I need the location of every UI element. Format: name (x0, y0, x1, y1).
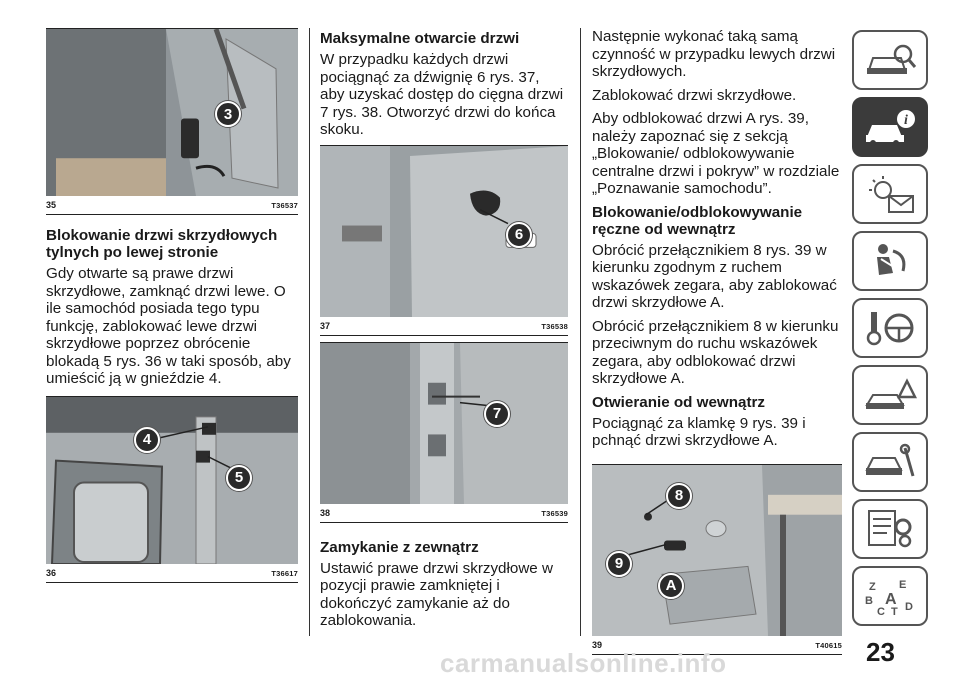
tab-maintenance[interactable] (852, 432, 928, 492)
index-letter: C (877, 606, 885, 616)
figure-38-caption: 38 T36539 (320, 508, 568, 523)
body-text: Pociągnąć za klamkę 9 rys. 39 i pchnąć d… (592, 414, 806, 450)
tab-car-info[interactable]: i (852, 97, 928, 157)
watermark: carmanualsonline.info (440, 648, 727, 678)
callout-3: 3 (215, 101, 241, 127)
spec-list-gear-icon (868, 510, 912, 548)
index-letter: T (891, 606, 898, 616)
figure-37-photo: 6 (320, 144, 568, 317)
figure-number: 36 (46, 567, 57, 578)
index-letter: D (905, 601, 913, 613)
figure-35: 3 35 T36537 (46, 28, 298, 215)
body-text: Zablokować drzwi skrzydłowe. (592, 86, 797, 104)
callout-8: 8 (666, 482, 692, 509)
tab-safety[interactable] (852, 231, 928, 291)
figure-38-photo: 7 (320, 341, 568, 504)
tab-technical-data[interactable] (852, 499, 928, 559)
figure-35-photo: 3 (46, 28, 298, 196)
section-heading: Blokowanie drzwi skrzydłowych tylnych po… (46, 227, 278, 261)
figure-code: T36617 (271, 568, 298, 578)
tab-starting-driving[interactable] (852, 298, 928, 358)
body-text: Obrócić przełącznikiem 8 w kierunku prze… (592, 317, 839, 388)
body-text: Gdy otwarte są prawe drzwi skrzydłowe, z… (46, 265, 291, 387)
callout-7: 7 (484, 400, 510, 427)
car-info-icon: i (866, 110, 915, 146)
body-text: Ustawić prawe drzwi skrzydłowe w pozycji… (320, 559, 553, 630)
tab-car-search[interactable] (852, 30, 928, 90)
figure-number: 35 (46, 200, 57, 210)
column-divider (580, 28, 581, 636)
figure-number: 38 (320, 507, 331, 518)
column-3: Następnie wykonać taką samą czynność w p… (592, 28, 842, 655)
figure-35-caption: 35 T36537 (46, 200, 298, 215)
figure-39-caption: 39 T40615 (592, 640, 842, 655)
figure-36: 4 5 36 T36617 (46, 395, 298, 583)
column-2: Maksymalne otwarcie drzwi W przypadku ka… (320, 28, 568, 636)
callout-6: 6 (506, 221, 532, 248)
tab-warning-lights[interactable] (852, 164, 928, 224)
index-letter: Z (869, 581, 876, 593)
section-heading: Blokowanie/odblokowywanie ręczne od wewn… (592, 203, 803, 238)
page-number: 23 (866, 637, 895, 667)
warning-light-message-icon (869, 176, 914, 213)
callout-9: 9 (606, 550, 632, 577)
figure-code: T36539 (541, 508, 568, 518)
column-divider (309, 28, 310, 636)
key-steering-wheel-icon (866, 312, 914, 346)
figure-37: 6 37 T36538 (320, 144, 568, 336)
body-text: Następnie wykonać taką samą czynność w p… (592, 28, 836, 80)
figure-number: 39 (592, 639, 603, 650)
callout-4: 4 (134, 426, 160, 453)
car-wrench-icon (865, 443, 915, 477)
figure-36-photo: 4 5 (46, 395, 298, 564)
column-1: 3 35 T36537 Blokowanie drzwi skrzydłowyc… (46, 28, 298, 583)
figure-code: T36537 (271, 201, 298, 210)
airbag-seat-icon (877, 244, 906, 275)
tab-index[interactable]: Z E B A C T D (852, 566, 928, 626)
figure-38: 7 38 T36539 (320, 341, 568, 523)
callout-a: A (658, 572, 684, 599)
figure-39: 8 9 A 39 T40615 (592, 463, 842, 655)
figure-number: 37 (320, 320, 331, 331)
figure-code: T36538 (541, 321, 568, 331)
section-heading: Zamykanie z zewnątrz (320, 538, 479, 556)
figure-37-caption: 37 T36538 (320, 321, 568, 336)
body-text: Obrócić przełącznikiem 8 rys. 39 w kieru… (592, 241, 837, 312)
figure-36-caption: 36 T36617 (46, 568, 298, 583)
index-letter: A (885, 591, 897, 608)
section-heading: Maksymalne otwarcie drzwi (320, 30, 520, 47)
callout-5: 5 (226, 464, 252, 491)
warning-triangle-car-icon (865, 378, 917, 409)
index-letter: B (865, 595, 873, 607)
figure-code: T40615 (815, 640, 842, 650)
chapter-tabs: i (852, 30, 928, 633)
svg-text:i: i (904, 113, 908, 128)
alphabetical-index-icon: Z E B A C T D (865, 579, 913, 616)
tab-emergency[interactable] (852, 365, 928, 425)
section-heading: Otwieranie od wewnątrz (592, 393, 766, 411)
figure-39-photo: 8 9 A (592, 463, 842, 636)
body-text: W przypadku każdych drzwi pociągnąć za d… (320, 51, 564, 138)
index-letter: E (899, 579, 906, 591)
car-search-icon (867, 44, 917, 74)
body-text: Aby odblokować drzwi A rys. 39, należy z… (592, 110, 840, 197)
